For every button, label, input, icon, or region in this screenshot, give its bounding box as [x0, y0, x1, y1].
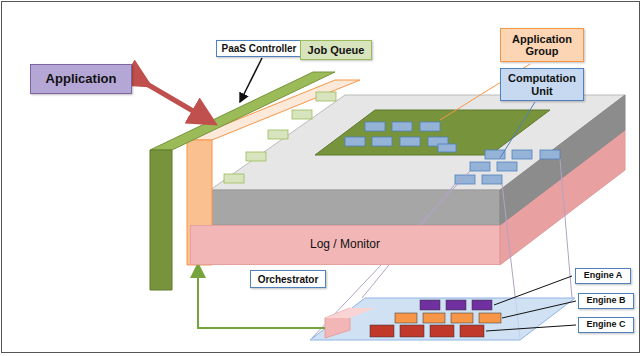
- callout-label: Orchestrator: [250, 270, 326, 288]
- node-text: Orchestrator: [258, 274, 319, 285]
- log-monitor-band: Log / Monitor: [190, 225, 500, 265]
- callout-label: Engine B: [578, 293, 634, 309]
- callout-label: PaaS Controller: [216, 40, 302, 57]
- callout-label: Job Queue: [300, 40, 372, 60]
- callout-label: Engine C: [578, 317, 634, 333]
- callout-label: Engine A: [575, 268, 631, 284]
- node-text: Engine A: [584, 271, 623, 281]
- node-text: Application Group: [504, 33, 580, 57]
- node-text: Engine C: [586, 320, 625, 330]
- node-text: Job Queue: [308, 44, 365, 56]
- node-text: Log / Monitor: [310, 238, 380, 251]
- node-text: Computation Unit: [504, 72, 580, 96]
- node-text: PaaS Controller: [221, 43, 296, 54]
- node-text: Engine B: [586, 296, 625, 306]
- application-box: Application: [30, 64, 132, 94]
- callout-label: Application Group: [500, 28, 584, 62]
- callout-label: Computation Unit: [500, 68, 584, 101]
- node-text: Application: [46, 72, 117, 86]
